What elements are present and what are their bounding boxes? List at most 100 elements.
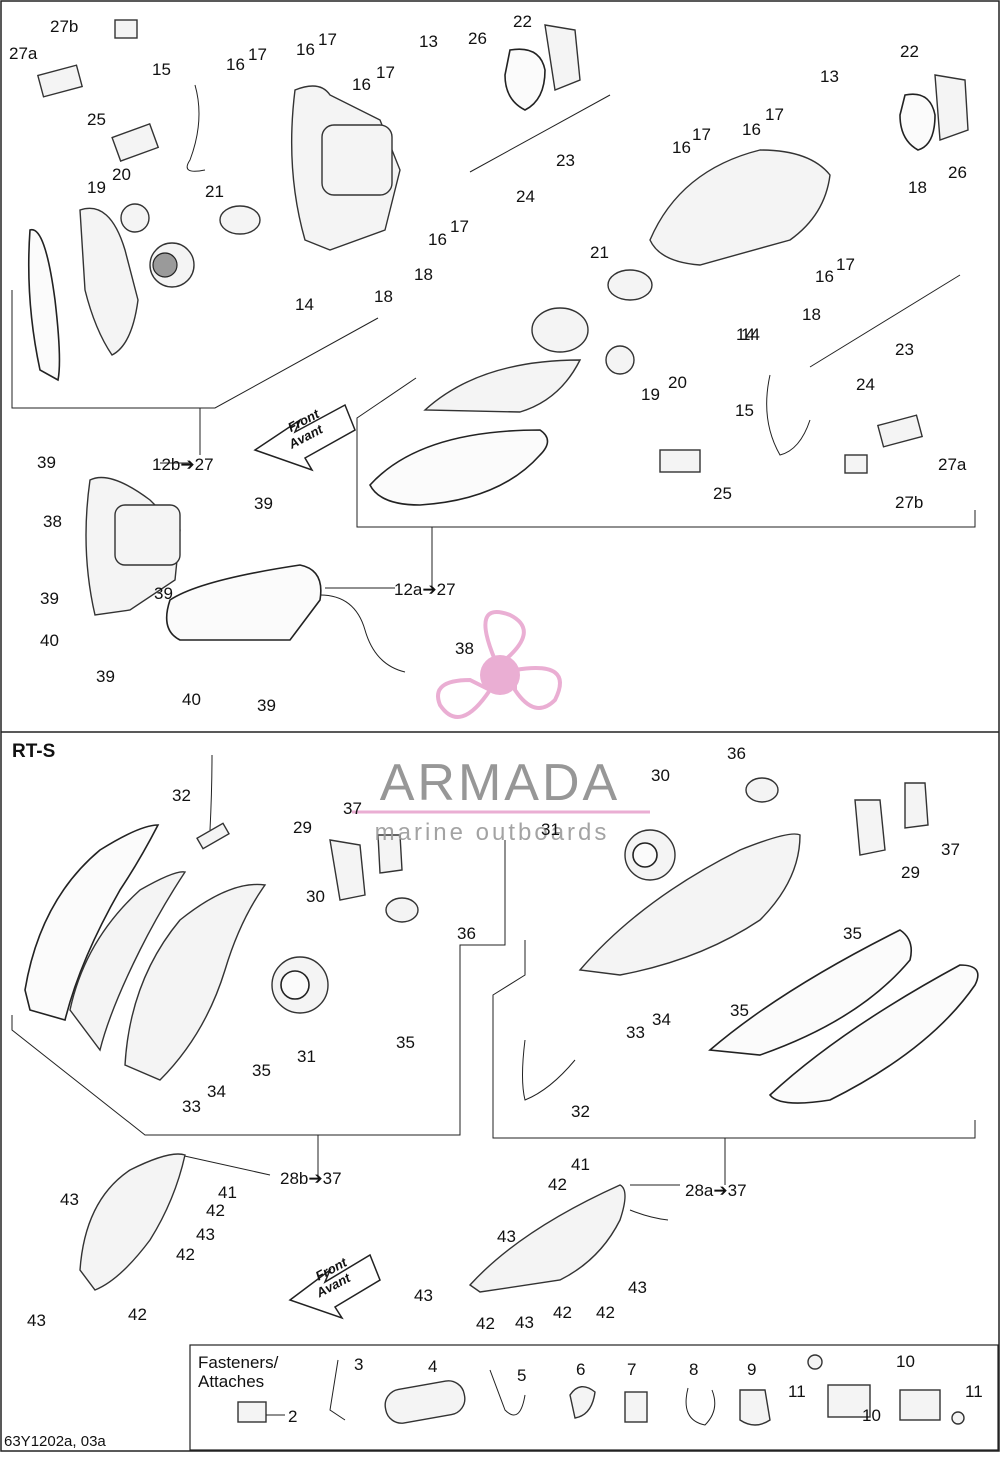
- fastener-numbers: 2 3 4 5 6 7 8 9 10 11 10 11: [288, 1352, 983, 1426]
- left-headlamp-assembly: [27, 19, 611, 382]
- callout: 37: [941, 840, 960, 859]
- callout: 40: [40, 631, 59, 650]
- callout: 16: [226, 55, 245, 74]
- callout: 27b: [895, 493, 923, 512]
- front-arrow-top: Front Avant: [253, 403, 356, 472]
- callout: 21: [205, 182, 224, 201]
- callout: 12b➔27: [152, 455, 214, 474]
- callout: 28a➔37: [685, 1181, 747, 1200]
- callout: 27a: [9, 44, 38, 63]
- clamp-8-icon: [685, 1387, 716, 1426]
- callout: 19: [641, 385, 660, 404]
- callout: 38: [43, 512, 62, 531]
- callout: 16: [672, 138, 691, 157]
- callout: 42: [596, 1303, 615, 1322]
- callout: 43: [196, 1225, 215, 1244]
- callout: 26: [468, 29, 487, 48]
- callout: 26: [948, 163, 967, 182]
- callout: 8: [689, 1360, 698, 1379]
- nut-11a-icon: [807, 1354, 823, 1370]
- callout: 14: [295, 295, 314, 314]
- callout: 17: [765, 105, 784, 124]
- callout: 32: [571, 1102, 590, 1121]
- callout: 2: [288, 1407, 297, 1426]
- callout: 13: [820, 67, 839, 86]
- callout: 7: [627, 1360, 636, 1379]
- clip-6-icon: [569, 1386, 596, 1419]
- callout: 16: [352, 75, 371, 94]
- callout: 17: [318, 30, 337, 49]
- callout: 39: [37, 453, 56, 472]
- nut-11b-icon: [951, 1411, 965, 1425]
- callout: 16: [742, 120, 761, 139]
- rts-right-assembly: [522, 777, 979, 1104]
- callout: 23: [556, 151, 575, 170]
- callout: 43: [628, 1278, 647, 1297]
- callout: 29: [901, 863, 920, 882]
- callout: 38: [455, 639, 474, 658]
- callout: 10: [896, 1352, 915, 1371]
- callouts-bottom: 32 37 29 30 36 31 35 35 34 33 30 36 31 3…: [27, 744, 960, 1333]
- callout: 10: [862, 1406, 881, 1425]
- cable-tie-icon: [329, 1359, 346, 1421]
- callout: 25: [87, 110, 106, 129]
- callout: 28b➔37: [280, 1169, 342, 1188]
- callout: 17: [450, 217, 469, 236]
- callout: 41: [571, 1155, 590, 1174]
- callout: 35: [843, 924, 862, 943]
- callout: 42: [553, 1303, 572, 1322]
- callout: 42: [548, 1175, 567, 1194]
- callout: 16: [428, 230, 447, 249]
- callout: 35: [730, 1001, 749, 1020]
- callout: 21: [590, 243, 609, 262]
- callout: 37: [343, 799, 362, 818]
- callout: 43: [414, 1286, 433, 1305]
- callout: 27b: [50, 17, 78, 36]
- callout: 31: [541, 820, 560, 839]
- grommet-9-icon: [739, 1389, 771, 1426]
- bracket-lines-top: [11, 290, 976, 590]
- callout: 15: [152, 60, 171, 79]
- callout: 20: [112, 165, 131, 184]
- callout: 17: [248, 45, 267, 64]
- callout: 39: [154, 584, 173, 603]
- callouts-top: 27b 27a 15 25 20 19 21 17 16 16 17 16 17…: [9, 12, 967, 715]
- callout: 42: [128, 1305, 147, 1324]
- callout: 6: [576, 1360, 585, 1379]
- clip-7-icon: [624, 1391, 648, 1423]
- callout: 36: [457, 924, 476, 943]
- watermark-brand: ARMADA: [380, 754, 620, 812]
- callout: 24: [516, 187, 535, 206]
- callout: 11: [788, 1382, 806, 1401]
- callout: 25: [713, 484, 732, 503]
- callout: 41: [218, 1183, 237, 1202]
- callout: 24: [856, 375, 875, 394]
- callout: 14: [736, 325, 755, 344]
- callout: 15: [735, 401, 754, 420]
- right-headlamp-assembly: [369, 74, 969, 506]
- bracket-10b-icon: [899, 1389, 941, 1421]
- callout: 43: [497, 1227, 516, 1246]
- callout: 39: [96, 667, 115, 686]
- callout: 11: [965, 1382, 983, 1401]
- rts-left-assembly: [24, 754, 419, 1081]
- callout: 39: [254, 494, 273, 513]
- bracket-lines-bottom: [11, 840, 976, 1186]
- callout: 17: [692, 125, 711, 144]
- watermark: ARMADA marine outboards: [352, 610, 650, 846]
- callout: 9: [747, 1360, 756, 1379]
- callout: 17: [836, 255, 855, 274]
- callout: 13: [419, 32, 438, 51]
- sleeve-icon: [384, 1380, 466, 1424]
- callout: 33: [626, 1023, 645, 1042]
- housing-28a: [468, 1184, 669, 1293]
- callout: 14: [741, 325, 760, 344]
- callout: 29: [293, 818, 312, 837]
- callout: 43: [60, 1190, 79, 1209]
- callout: 18: [908, 178, 927, 197]
- callout: 39: [40, 589, 59, 608]
- clip-2-icon: [237, 1401, 267, 1423]
